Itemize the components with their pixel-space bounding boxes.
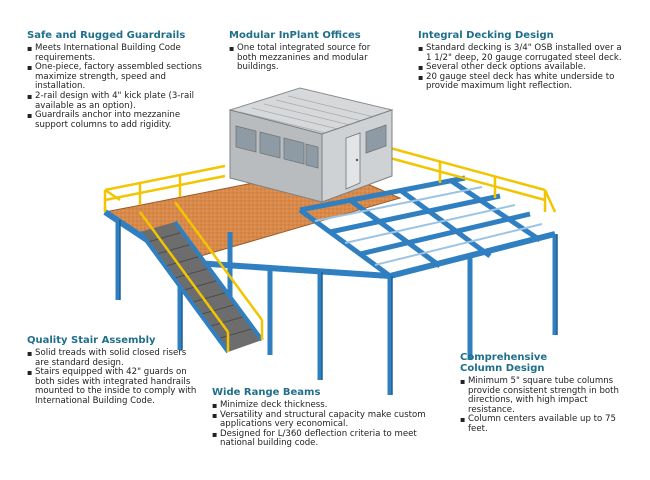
list-item: Designed for L/360 deflection criteria t… [212, 429, 442, 449]
stairs-callout: Quality Stair Assembly Solid treads with… [27, 335, 202, 407]
list-item: 20 gauge steel deck has white underside … [418, 72, 628, 92]
list-item: Minimize deck thickness. [212, 400, 442, 411]
guardrails [103, 146, 557, 352]
columns-title: Comprehensive Column Design [460, 352, 548, 374]
guardrails-title: Safe and Rugged Guardrails [27, 30, 186, 41]
list-item: Versatility and structural capacity make… [212, 410, 442, 430]
decking-callout: Integral Decking Design Standard decking… [418, 30, 628, 92]
list-item: Minimum 5" square tube columns provide c… [460, 376, 625, 415]
stairs-list: Solid treads with solid closed risers ar… [27, 348, 202, 407]
beams-list: Minimize deck thickness. Versatility and… [212, 400, 442, 449]
list-item: Several other deck options available. [418, 63, 628, 73]
beams-title: Wide Range Beams [212, 387, 321, 398]
offices-list: One total integrated source for both mez… [229, 43, 389, 73]
guardrails-callout: Safe and Rugged Guardrails Meets Interna… [27, 30, 207, 130]
offices-callout: Modular InPlant Offices One total integr… [229, 30, 389, 73]
list-item: Solid treads with solid closed risers ar… [27, 348, 202, 368]
stairs-title: Quality Stair Assembly [27, 335, 156, 346]
decking-list: Standard decking is 3/4" OSB installed o… [418, 43, 628, 92]
modular-office [228, 87, 394, 203]
guardrails-list: Meets International Building Code requir… [27, 43, 207, 130]
columns-list: Minimum 5" square tube columns provide c… [460, 376, 625, 435]
list-item: Guardrails anchor into mezzanine support… [27, 110, 207, 130]
list-item: Stairs equipped with 42" guards on both … [27, 367, 202, 406]
columns-callout: Comprehensive Column Design Minimum 5" s… [460, 352, 625, 435]
list-item: One-piece, factory assembled sections ma… [27, 62, 207, 92]
list-item: Column centers available up to 75 feet. [460, 415, 625, 434]
decking-title: Integral Decking Design [418, 30, 554, 41]
beams-callout: Wide Range Beams Minimize deck thickness… [212, 387, 442, 449]
offices-title: Modular InPlant Offices [229, 30, 361, 41]
list-item: 2-rail design with 4" kick plate (3-rail… [27, 91, 207, 111]
list-item: Meets International Building Code requir… [27, 43, 207, 63]
list-item: Standard decking is 3/4" OSB installed o… [418, 43, 628, 63]
support-columns [115, 220, 558, 395]
list-item: One total integrated source for both mez… [229, 43, 389, 73]
